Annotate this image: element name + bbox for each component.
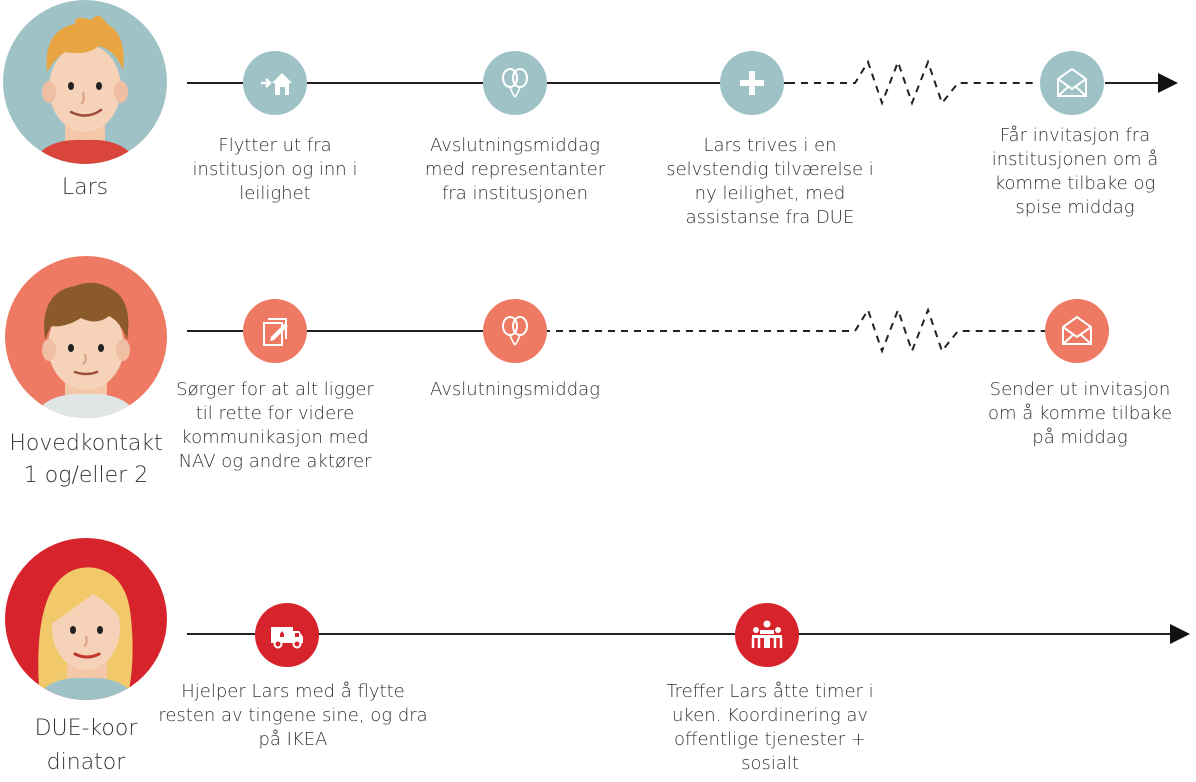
- plus-icon: [740, 71, 764, 95]
- document-edit-icon: [263, 318, 288, 346]
- lane1-dashed-gap: [788, 59, 1035, 106]
- caption-move-in: Flytter ut fra institusjon og inn i leil…: [192, 135, 358, 204]
- event-node-independent-living: [720, 51, 784, 115]
- envelope-icon: [1062, 315, 1092, 345]
- avatar-lars: [3, 0, 167, 164]
- avatar-hovedkontakt: [5, 256, 167, 418]
- event-node-farewell-dinner: [483, 51, 547, 115]
- caption-farewell-dinner: Avslutningsmiddag med representanter fra…: [424, 135, 606, 204]
- van-icon: [271, 627, 303, 649]
- event-node-weekly-meetings: [735, 603, 799, 667]
- balloons-icon: [502, 316, 528, 346]
- event-node-prepare-communication: [243, 299, 307, 363]
- meeting-icon: [751, 620, 783, 648]
- person-label-lars: Lars: [61, 175, 109, 200]
- caption-send-invitation: Sender ut invitasjon om å komme tilbake …: [987, 379, 1173, 448]
- event-node-move-in: [243, 51, 307, 115]
- lane2-dashed-gap: [530, 307, 1045, 354]
- person-label-hovedkontakt: Hovedkontakt 1 og/eller 2: [9, 431, 163, 488]
- lane3-arrowhead: [1170, 624, 1190, 644]
- lane1-arrowhead: [1158, 73, 1178, 93]
- caption-independent-living: Lars trives i en selvstendig tilværelse …: [666, 135, 874, 228]
- person-label-due-koordinator: DUE-koordinator: [34, 716, 138, 775]
- caption-weekly-meetings: Treffer Lars åtte timer i uken. Koordine…: [666, 681, 874, 774]
- move-house-icon: [261, 73, 292, 95]
- event-node-send-invitation: [1045, 299, 1109, 363]
- balloons-icon: [502, 68, 528, 98]
- event-node-invitation-received: [1040, 51, 1104, 115]
- caption-help-moving: Hjelper Lars med å flytte resten av ting…: [158, 681, 428, 750]
- caption-farewell-dinner-2: Avslutningsmiddag: [430, 379, 600, 400]
- envelope-icon: [1057, 67, 1087, 97]
- caption-invitation-received: Får invitasjon fra institusjonen om å ko…: [991, 125, 1159, 218]
- event-node-help-moving: [255, 603, 319, 667]
- caption-prepare-communication: Sørger for at alt ligger til rette for v…: [176, 379, 374, 472]
- event-node-farewell-dinner-2: [483, 299, 547, 363]
- avatar-due-koordinator: [5, 538, 167, 700]
